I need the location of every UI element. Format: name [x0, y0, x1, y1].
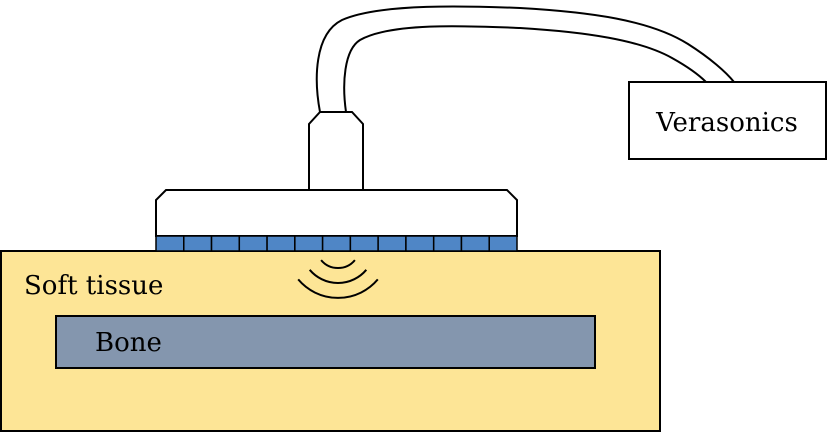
- array-element: [349, 235, 379, 252]
- bone-label: Bone: [95, 328, 162, 358]
- array-element: [377, 235, 407, 252]
- array-element: [266, 235, 296, 252]
- array-element: [294, 235, 324, 252]
- wave-arc: [308, 269, 368, 284]
- array-element: [488, 235, 518, 252]
- acoustic-waves: [297, 259, 379, 299]
- probe-head: [155, 189, 518, 237]
- array-element: [183, 235, 213, 252]
- array-element: [405, 235, 435, 252]
- wave-arc: [297, 278, 379, 299]
- array-element: [460, 235, 490, 252]
- array-element: [321, 235, 352, 252]
- soft-tissue-label: Soft tissue: [24, 271, 163, 301]
- verasonics-box: [628, 81, 827, 160]
- bone-region: [55, 315, 596, 369]
- transducer-array: [155, 235, 518, 252]
- array-element: [210, 235, 241, 252]
- wave-arc: [320, 259, 356, 270]
- array-element: [432, 235, 463, 252]
- array-element: [238, 235, 268, 252]
- probe-cable: [315, 5, 735, 113]
- verasonics-label: Verasonics: [655, 108, 798, 138]
- probe-handle: [308, 111, 364, 190]
- array-element: [155, 235, 185, 252]
